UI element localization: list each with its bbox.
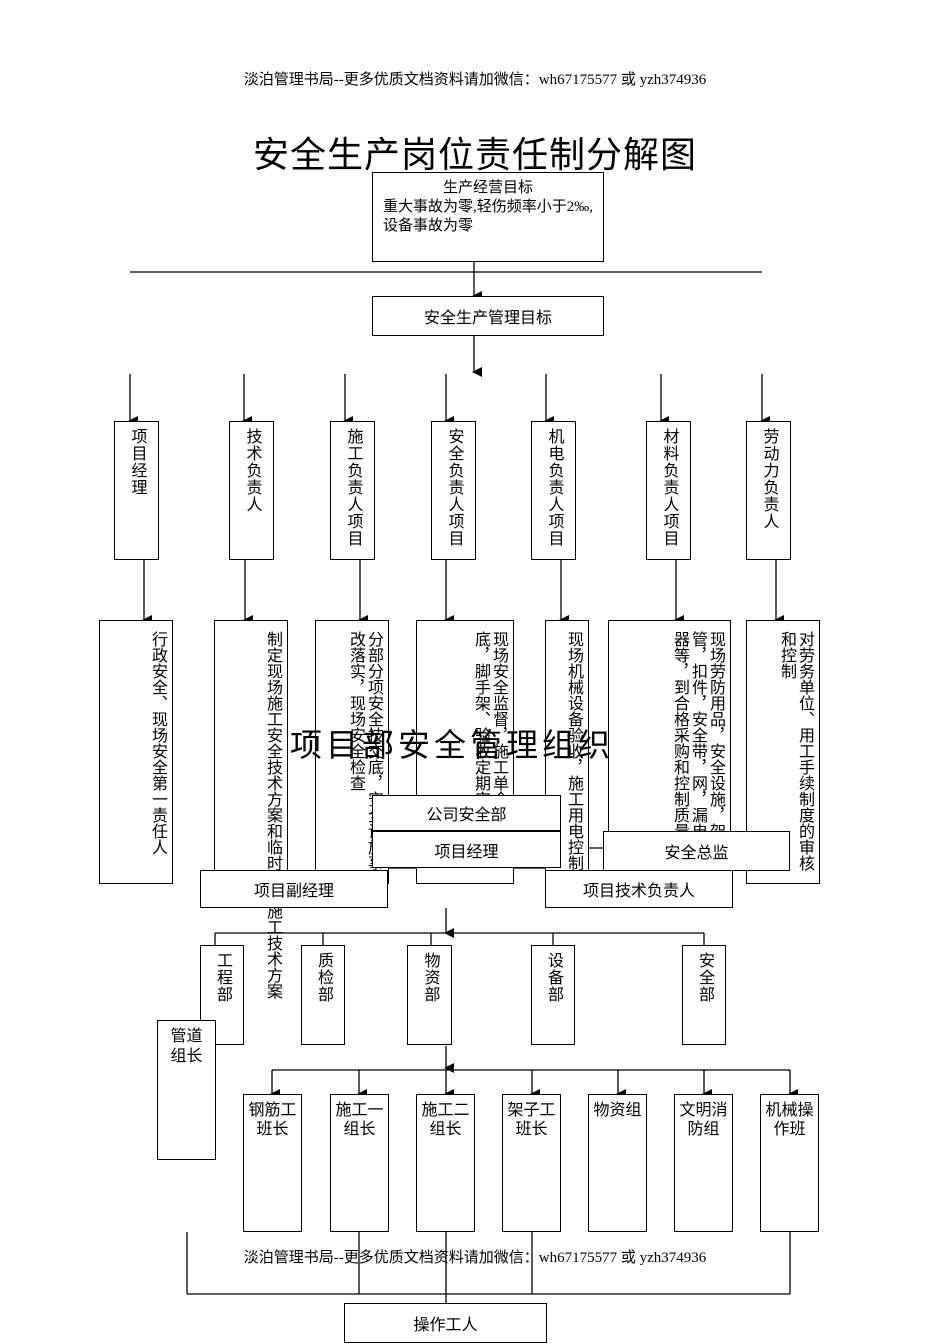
role-label: 劳动力负责人	[760, 428, 778, 530]
role-label: 安全负责人项目	[445, 428, 463, 547]
dept-label: 质检部	[315, 952, 332, 1003]
pipe-leader-box: 管道组长	[157, 1020, 216, 1160]
role-label: 技术负责人	[243, 428, 261, 513]
production-goal-title: 生产经营目标	[442, 180, 533, 196]
overlapped-heading-text: 项目部安全管理组织	[290, 727, 615, 763]
dept-box-equipment: 设备部	[531, 945, 575, 1045]
technical-lead-box: 项目技术负责人	[545, 870, 733, 908]
safety-director-box: 安全总监	[603, 831, 790, 871]
team-box-construction-1: 施工一组长	[330, 1094, 389, 1232]
role-box-labor-lead: 劳动力负责人	[746, 421, 791, 560]
role-box-materials-lead: 材料负责人项目	[646, 421, 691, 560]
team-label: 物资组	[593, 1102, 642, 1119]
role-label: 材料负责人项目	[660, 428, 678, 547]
dept-label: 工程部	[214, 952, 231, 1003]
production-goal-detail: 重大事故为零,轻伤频率小于2‰,设备事故为零	[383, 199, 594, 234]
deputy-manager-box: 项目副经理	[200, 870, 388, 908]
dept-label: 设备部	[545, 952, 562, 1003]
safety-management-goal-box: 安全生产管理目标	[372, 296, 604, 336]
production-goal-box: 生产经营目标 重大事故为零,轻伤频率小于2‰,设备事故为零	[372, 172, 604, 262]
team-label: 施工二组长	[421, 1102, 470, 1138]
team-box-construction-2: 施工二组长	[416, 1094, 475, 1232]
duty-box-technical-lead: 制定现场施工安全技术方案和临时用电施工技术方案	[214, 620, 288, 999]
team-box-materials: 物资组	[588, 1094, 647, 1232]
duty-box-project-manager: 行政安全、现场安全第一责任人	[99, 620, 173, 884]
role-box-electromechanical-lead: 机电负责人项目	[531, 421, 576, 560]
team-label: 施工一组长	[335, 1102, 384, 1138]
duty-box-electromechanical-lead: 现场机械设备验收，施工用电控制	[545, 620, 589, 884]
dept-box-safety: 安全部	[682, 945, 726, 1045]
header-text: 淡泊管理书局--更多优质文档资料请加微信：wh67175577 或 yzh374…	[243, 72, 707, 88]
footer-text: 淡泊管理书局--更多优质文档资料请加微信：wh67175577 或 yzh374…	[243, 1250, 707, 1266]
role-label: 项目经理	[128, 428, 146, 496]
company-safety-dept-box: 公司安全部	[372, 795, 561, 831]
team-box-scaffolding: 架子工班长	[502, 1094, 561, 1232]
team-label: 钢筋工班长	[248, 1102, 297, 1138]
role-box-safety-lead: 安全负责人项目	[431, 421, 476, 560]
role-box-construction-lead: 施工负责人项目	[330, 421, 375, 560]
page-title: 安全生产岗位责任制分解图	[252, 135, 697, 175]
team-label: 文明消防组	[679, 1102, 728, 1138]
team-box-rebar: 钢筋工班长	[243, 1094, 302, 1232]
pipe-leader-label: 管道组长	[170, 1028, 203, 1065]
dept-label: 物资部	[421, 952, 439, 1003]
team-box-machinery: 机械操作班	[760, 1094, 819, 1232]
role-label: 施工负责人项目	[344, 428, 362, 547]
role-label: 机电负责人项目	[545, 428, 563, 547]
duty-text: 制定现场施工安全技术方案和临时用电施工技术方案	[264, 631, 281, 999]
team-label: 机械操作班	[765, 1102, 814, 1138]
role-box-project-manager: 项目经理	[114, 421, 159, 560]
duty-box-construction-lead: 分部分项安全技交底，安全设施事改落实，现场安全检查	[315, 620, 389, 884]
role-box-technical-lead: 技术负责人	[229, 421, 274, 560]
dept-box-materials: 物资部	[407, 945, 452, 1045]
dept-label: 安全部	[696, 952, 713, 1003]
team-box-civilized-fire: 文明消防组	[674, 1094, 733, 1232]
project-manager-box: 项目经理	[372, 831, 561, 868]
dept-box-engineering: 工程部	[200, 945, 244, 1045]
team-label: 架子工班长	[507, 1102, 556, 1138]
operators-box: 操作工人	[344, 1303, 547, 1343]
dept-box-quality: 质检部	[301, 945, 345, 1045]
